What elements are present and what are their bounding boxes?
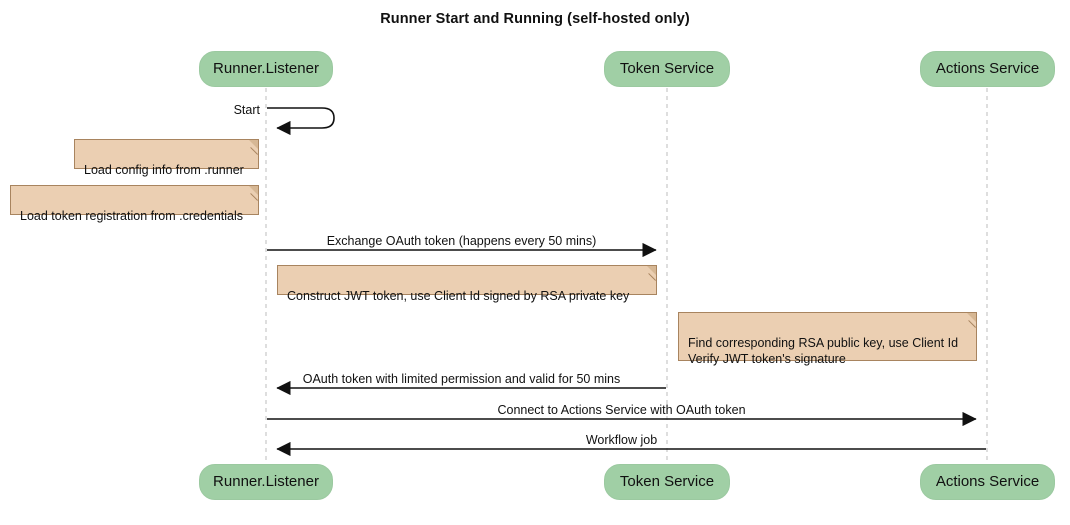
note-fold-icon [967, 313, 976, 322]
note-load-config-info-text: Load config info from .runner [84, 163, 244, 177]
message-label-exchange-oauth-token: Exchange OAuth token (happens every 50 m… [326, 234, 597, 248]
participant-token-service-top[interactable]: Token Service [604, 51, 730, 87]
message-label-workflow-job: Workflow job [585, 433, 658, 447]
participant-token-service-bottom[interactable]: Token Service [604, 464, 730, 500]
note-verify-jwt-signature-text: Find corresponding RSA public key, use C… [688, 336, 959, 366]
message-label-connect-to-actions-service: Connect to Actions Service with OAuth to… [497, 403, 746, 417]
note-fold-icon [249, 140, 258, 149]
participant-actions-service-bottom[interactable]: Actions Service [920, 464, 1055, 500]
participant-actions-service-top[interactable]: Actions Service [920, 51, 1055, 87]
note-fold-icon [249, 186, 258, 195]
message-label-start: Start [233, 103, 260, 117]
participant-runner-listener-top[interactable]: Runner.Listener [199, 51, 333, 87]
diagram-title: Runner Start and Running (self-hosted on… [380, 11, 690, 27]
note-load-token-registration: Load token registration from .credential… [10, 185, 266, 223]
note-construct-jwt-token-text: Construct JWT token, use Client Id signe… [287, 289, 630, 303]
participant-runner-listener-bottom[interactable]: Runner.Listener [199, 464, 333, 500]
message-arrow-start [267, 107, 335, 136]
note-load-token-registration-text: Load token registration from .credential… [20, 209, 244, 223]
message-label-oauth-token-return: OAuth token with limited permission and … [302, 372, 621, 386]
note-construct-jwt-token: Construct JWT token, use Client Id signe… [277, 265, 664, 303]
note-fold-icon [647, 266, 656, 275]
note-verify-jwt-signature: Find corresponding RSA public key, use C… [678, 312, 984, 366]
note-load-config-info: Load config info from .runner [74, 139, 266, 177]
